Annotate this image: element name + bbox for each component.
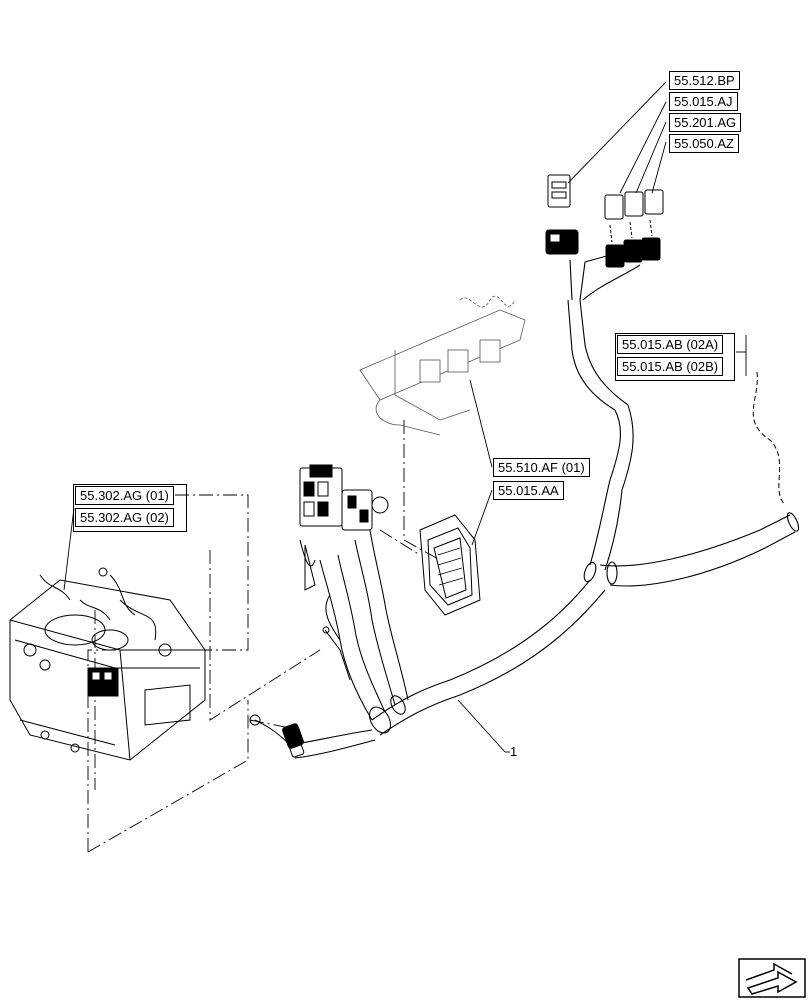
callout-group-frame-right xyxy=(615,333,735,381)
mounting-bracket xyxy=(359,295,526,436)
navigation-arrow-icon[interactable] xyxy=(738,958,806,998)
callout-55-015-aa: 55.015.AA xyxy=(493,481,564,500)
ground-connectors xyxy=(249,626,351,758)
callout-55-015-ab-02a: 55.015.AB (02A) xyxy=(617,335,724,354)
callout-55-015-aj: 55.015.AJ xyxy=(669,92,738,111)
callout-55-510-af-01: 55.510.AF (01) xyxy=(493,458,590,477)
battery-pack xyxy=(9,567,206,761)
callout-group-frame-left xyxy=(73,484,187,532)
fuse-block xyxy=(299,464,389,591)
callout-55-512-bp: 55.512.BP xyxy=(669,71,740,90)
leader-lines xyxy=(63,81,747,753)
callout-55-050-az: 55.050.AZ xyxy=(669,134,739,153)
item-number-label: 1 xyxy=(510,744,518,759)
callout-55-302-ag-02: 55.302.AG (02) xyxy=(75,508,174,527)
ecu-module xyxy=(419,514,481,616)
callout-55-302-ag-01: 55.302.AG (01) xyxy=(75,486,174,505)
harness-branches xyxy=(289,529,409,759)
top-connectors xyxy=(545,174,664,268)
callout-55-015-ab-02b: 55.015.AB (02B) xyxy=(617,357,724,376)
callout-55-201-ag: 55.201.AG xyxy=(669,113,742,132)
loose-wire xyxy=(752,371,786,506)
harness-trunk xyxy=(371,254,800,736)
